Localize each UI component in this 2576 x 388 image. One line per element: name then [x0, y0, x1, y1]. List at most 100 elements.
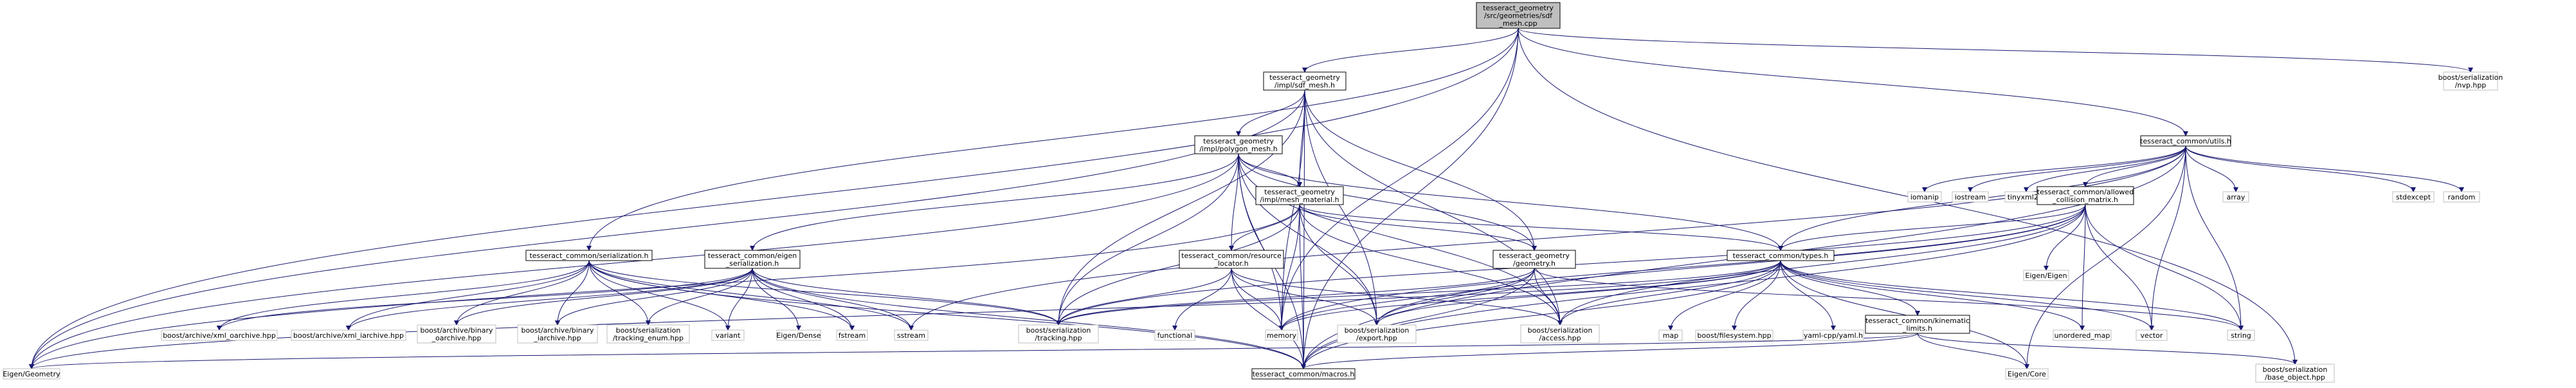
- edge-mesh-material-to-geometry-h: [1299, 204, 1537, 251]
- node-eigen-ser[interactable]: tesseract_common/eigen_serialization.h: [704, 250, 801, 269]
- edge-types-to-unordered-map: [1780, 260, 2085, 331]
- edge-root-to-utils: [1518, 28, 2188, 136]
- node-geometry-h[interactable]: tesseract_geometry/geometry.h: [1492, 250, 1576, 269]
- edge-eigen-ser-to-eigen-dense: [752, 268, 801, 331]
- node-macros[interactable]: tesseract_common/macros.h: [1251, 368, 1356, 380]
- node-box: [1179, 250, 1284, 269]
- node-box: [1337, 324, 1417, 344]
- node-box: [1255, 186, 1344, 205]
- node-box: [2053, 329, 2112, 341]
- node-box: [776, 329, 821, 341]
- edge-types-to-eigen-core: [1780, 260, 2029, 369]
- edge-types-to-eigen-geometry: [29, 260, 1781, 369]
- edge-allowed-to-macros: [1301, 204, 2086, 369]
- node-types[interactable]: tesseract_common/types.h: [1727, 250, 1835, 261]
- node-box: [1154, 329, 1195, 341]
- node-kinematic[interactable]: tesseract_common/kinematic_limits.h: [1865, 315, 1970, 334]
- edge-utils-to-vector: [2149, 145, 2186, 331]
- node-polygon-mesh[interactable]: tesseract_geometry/impl/polygon_mesh.h: [1194, 135, 1283, 154]
- node-utils[interactable]: tesseract_common/utils.h: [2140, 135, 2231, 147]
- node-box: [1476, 2, 1561, 29]
- edge-geometry-h-to-string: [1534, 268, 2244, 331]
- node-label: sstream: [897, 331, 925, 340]
- node-sdf-mesh-h[interactable]: tesseract_geometry/impl/sdf_mesh.h: [1263, 71, 1347, 91]
- edge-root-to-sdf-mesh-h: [1302, 28, 1519, 73]
- node-xml-oarchive: boost/archive/xml_oarchive.hpp: [161, 329, 278, 341]
- node-box: [1263, 71, 1347, 91]
- node-label: tesseract_common/kinematic: [1865, 317, 1970, 325]
- edge-sdf-mesh-h-to-geometry-h: [1304, 89, 1537, 251]
- edge-resource-to-export: [1231, 268, 1379, 326]
- node-label: _iarchive.hpp: [533, 334, 581, 342]
- edge-sdf-mesh-h-to-polygon-mesh: [1236, 89, 1305, 136]
- edge-kinematic-to-eigen-geometry: [29, 333, 1918, 369]
- edge-eigen-ser-to-binary-iarchive: [555, 268, 753, 326]
- node-label: _locator.h: [1213, 259, 1248, 268]
- node-box: [2227, 329, 2255, 341]
- node-label: iomanip: [1910, 193, 1939, 201]
- edge-root-to-eigen-geometry: [29, 28, 1519, 369]
- edge-resource-to-macros: [1231, 268, 1306, 369]
- node-allowed[interactable]: tesseract_common/allowed_collision_matri…: [2036, 186, 2134, 205]
- edge-geometry-h-to-tracking: [1056, 268, 1535, 326]
- edge-types-to-tracking: [1056, 260, 1781, 326]
- node-box: [1865, 315, 1970, 334]
- node-resource[interactable]: tesseract_common/resource_locator.h: [1179, 250, 1284, 269]
- node-box: [2005, 368, 2049, 380]
- node-label: _collision_matrix.h: [2052, 196, 2118, 204]
- node-root[interactable]: tesseract_geometry/src/geometries/sdf_me…: [1476, 2, 1561, 29]
- node-array: array: [2222, 191, 2249, 203]
- node-label: vector: [2141, 331, 2163, 340]
- node-box: [525, 250, 653, 261]
- edge-root-to-memory: [1279, 28, 1519, 331]
- edge-mesh-material-to-resource: [1229, 204, 1300, 251]
- node-label: random: [2448, 193, 2476, 201]
- node-box: [2443, 191, 2480, 203]
- node-label: memory: [1267, 331, 1296, 340]
- node-label: tesseract_geometry: [1269, 73, 1340, 82]
- edge-types-to-export: [1374, 260, 1781, 326]
- node-access: boost/serialization/access.hpp: [1520, 324, 1600, 344]
- node-box: [291, 329, 406, 341]
- node-label: tesseract_common/macros.h: [1253, 370, 1355, 378]
- node-box: [1695, 329, 1773, 341]
- node-box: [1492, 250, 1576, 269]
- edge-eigen-ser-to-fstream: [752, 268, 855, 331]
- edge-polygon-mesh-to-resource: [1229, 153, 1239, 251]
- edge-sdf-mesh-h-to-memory: [1279, 89, 1305, 331]
- node-box: [1251, 368, 1356, 380]
- node-label: _serialization.h: [725, 259, 779, 268]
- edge-serialization-to-xml-iarchive: [346, 260, 590, 331]
- edge-serialization-to-tracking: [588, 260, 1061, 326]
- node-label: /src/geometries/sdf: [1484, 12, 1553, 20]
- edge-types-to-access: [1557, 260, 1781, 326]
- node-label: yaml-cpp/yaml.h: [1804, 331, 1863, 340]
- edge-utils-to-array: [2185, 145, 2238, 192]
- edge-allowed-to-types: [1778, 204, 2086, 251]
- node-serialization[interactable]: tesseract_common/serialization.h: [525, 250, 653, 261]
- edge-root-to-base-object: [1518, 28, 2298, 365]
- node-label: boost/archive/xml_oarchive.hpp: [163, 331, 276, 340]
- node-box: [1802, 329, 1864, 341]
- edge-mesh-material-to-types: [1299, 204, 1783, 251]
- node-mesh-material[interactable]: tesseract_geometry/impl/mesh_material.h: [1255, 186, 1344, 205]
- node-label: Eigen/Dense: [776, 331, 821, 340]
- edge-eigen-ser-to-tracking: [752, 268, 1061, 326]
- edge-utils-to-stdexcept: [2185, 145, 2416, 192]
- node-map: map: [1658, 329, 1683, 341]
- node-box: [1018, 324, 1099, 344]
- edge-allowed-to-export: [1374, 204, 2086, 326]
- node-label: boost/serialization: [2438, 73, 2503, 82]
- edge-resource-to-functional: [1172, 268, 1232, 331]
- node-label: tinyxml2.h: [2008, 193, 2045, 201]
- node-box: [1265, 329, 1298, 341]
- node-label: boost/serialization: [1528, 326, 1593, 335]
- edge-eigen-ser-to-xml-oarchive: [217, 268, 753, 331]
- node-label: boost/archive/xml_iarchive.hpp: [293, 331, 404, 340]
- node-label: boost/archive/binary: [420, 326, 493, 335]
- node-box: [606, 324, 690, 344]
- edge-allowed-to-memory: [1279, 204, 2086, 331]
- dependency-edges: [29, 28, 2473, 369]
- node-eigen-geometry: Eigen/Geometry: [3, 368, 60, 380]
- node-tracking: boost/serialization/tracking.hpp: [1018, 324, 1099, 344]
